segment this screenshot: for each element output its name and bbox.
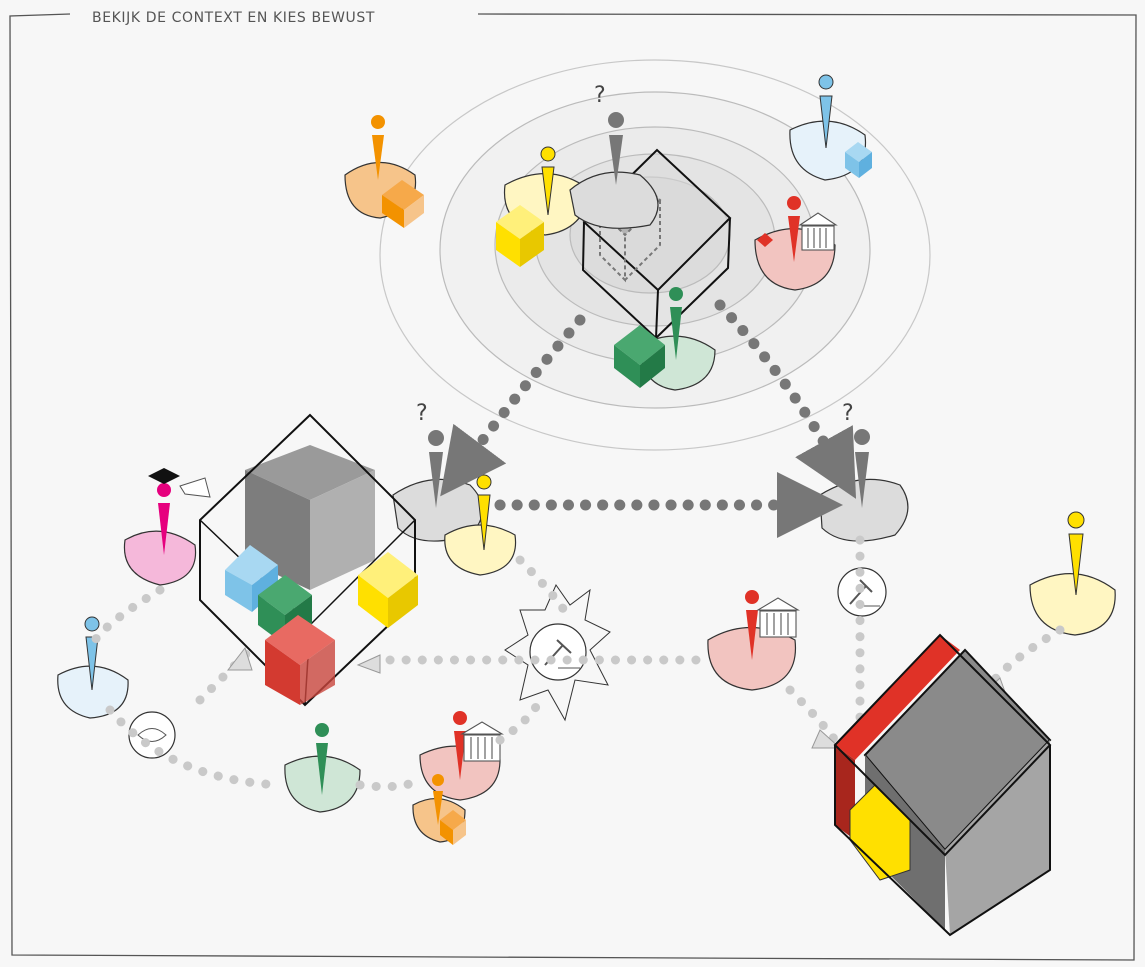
orange-cube-bottom (440, 810, 466, 845)
frame: BEKIJK DE CONTEXT EN KIES BEWUST (9, 10, 1137, 961)
blue-cube (845, 142, 872, 178)
pin-green-top (669, 287, 683, 360)
grey-bubble-top (569, 171, 659, 229)
red-small-cube (757, 233, 773, 247)
dotted-connections (440, 299, 857, 538)
stakeholder-bubbles (57, 120, 1116, 843)
yellow-bubble-mid (444, 524, 517, 576)
final-building-block (833, 633, 1052, 937)
graduate-megaphone-icon (148, 468, 211, 498)
question-mark-right: ? (842, 401, 854, 426)
yellow-bubble-right (1029, 573, 1116, 636)
hollow-arrowheads (226, 646, 1006, 749)
gavel-icons (504, 567, 887, 722)
frame-title: BEKIJK DE CONTEXT EN KIES BEWUST (92, 10, 375, 26)
question-mark-top: ? (594, 83, 606, 108)
yellow-cube-left (358, 552, 418, 628)
pin-red-right (745, 590, 759, 660)
gavel-icon-center (504, 583, 611, 722)
pin-orange-top (371, 115, 385, 180)
question-marks: ? ? ? (416, 83, 854, 426)
pin-grey-mid-left (428, 430, 444, 508)
building-icon-bottom (460, 721, 504, 762)
red-cube-left (265, 615, 335, 705)
pin-red-top (787, 196, 801, 262)
pin-blue-top (818, 74, 834, 149)
building-icon-top (798, 212, 838, 251)
pin-yellow-top (540, 146, 556, 216)
pin-yellow-right (1067, 511, 1085, 596)
pin-red-bottom (453, 711, 467, 780)
building-icons (460, 212, 838, 762)
building-icon-right (756, 597, 800, 638)
pin-grey-top (608, 112, 624, 185)
orange-cube (382, 180, 424, 228)
small-cubes (382, 142, 872, 845)
green-cube (614, 325, 665, 388)
pin-grey-mid-right (854, 429, 870, 508)
yellow-cube (496, 205, 544, 267)
pink-bubble (123, 530, 197, 586)
connection-top-left (440, 314, 586, 497)
connection-top-right (714, 299, 857, 499)
left-wireframe-cube (199, 413, 418, 707)
pin-orange-bottom (432, 774, 444, 825)
pin-green-bottom (315, 723, 329, 795)
question-mark-left: ? (416, 401, 428, 426)
pin-pink (157, 483, 171, 555)
